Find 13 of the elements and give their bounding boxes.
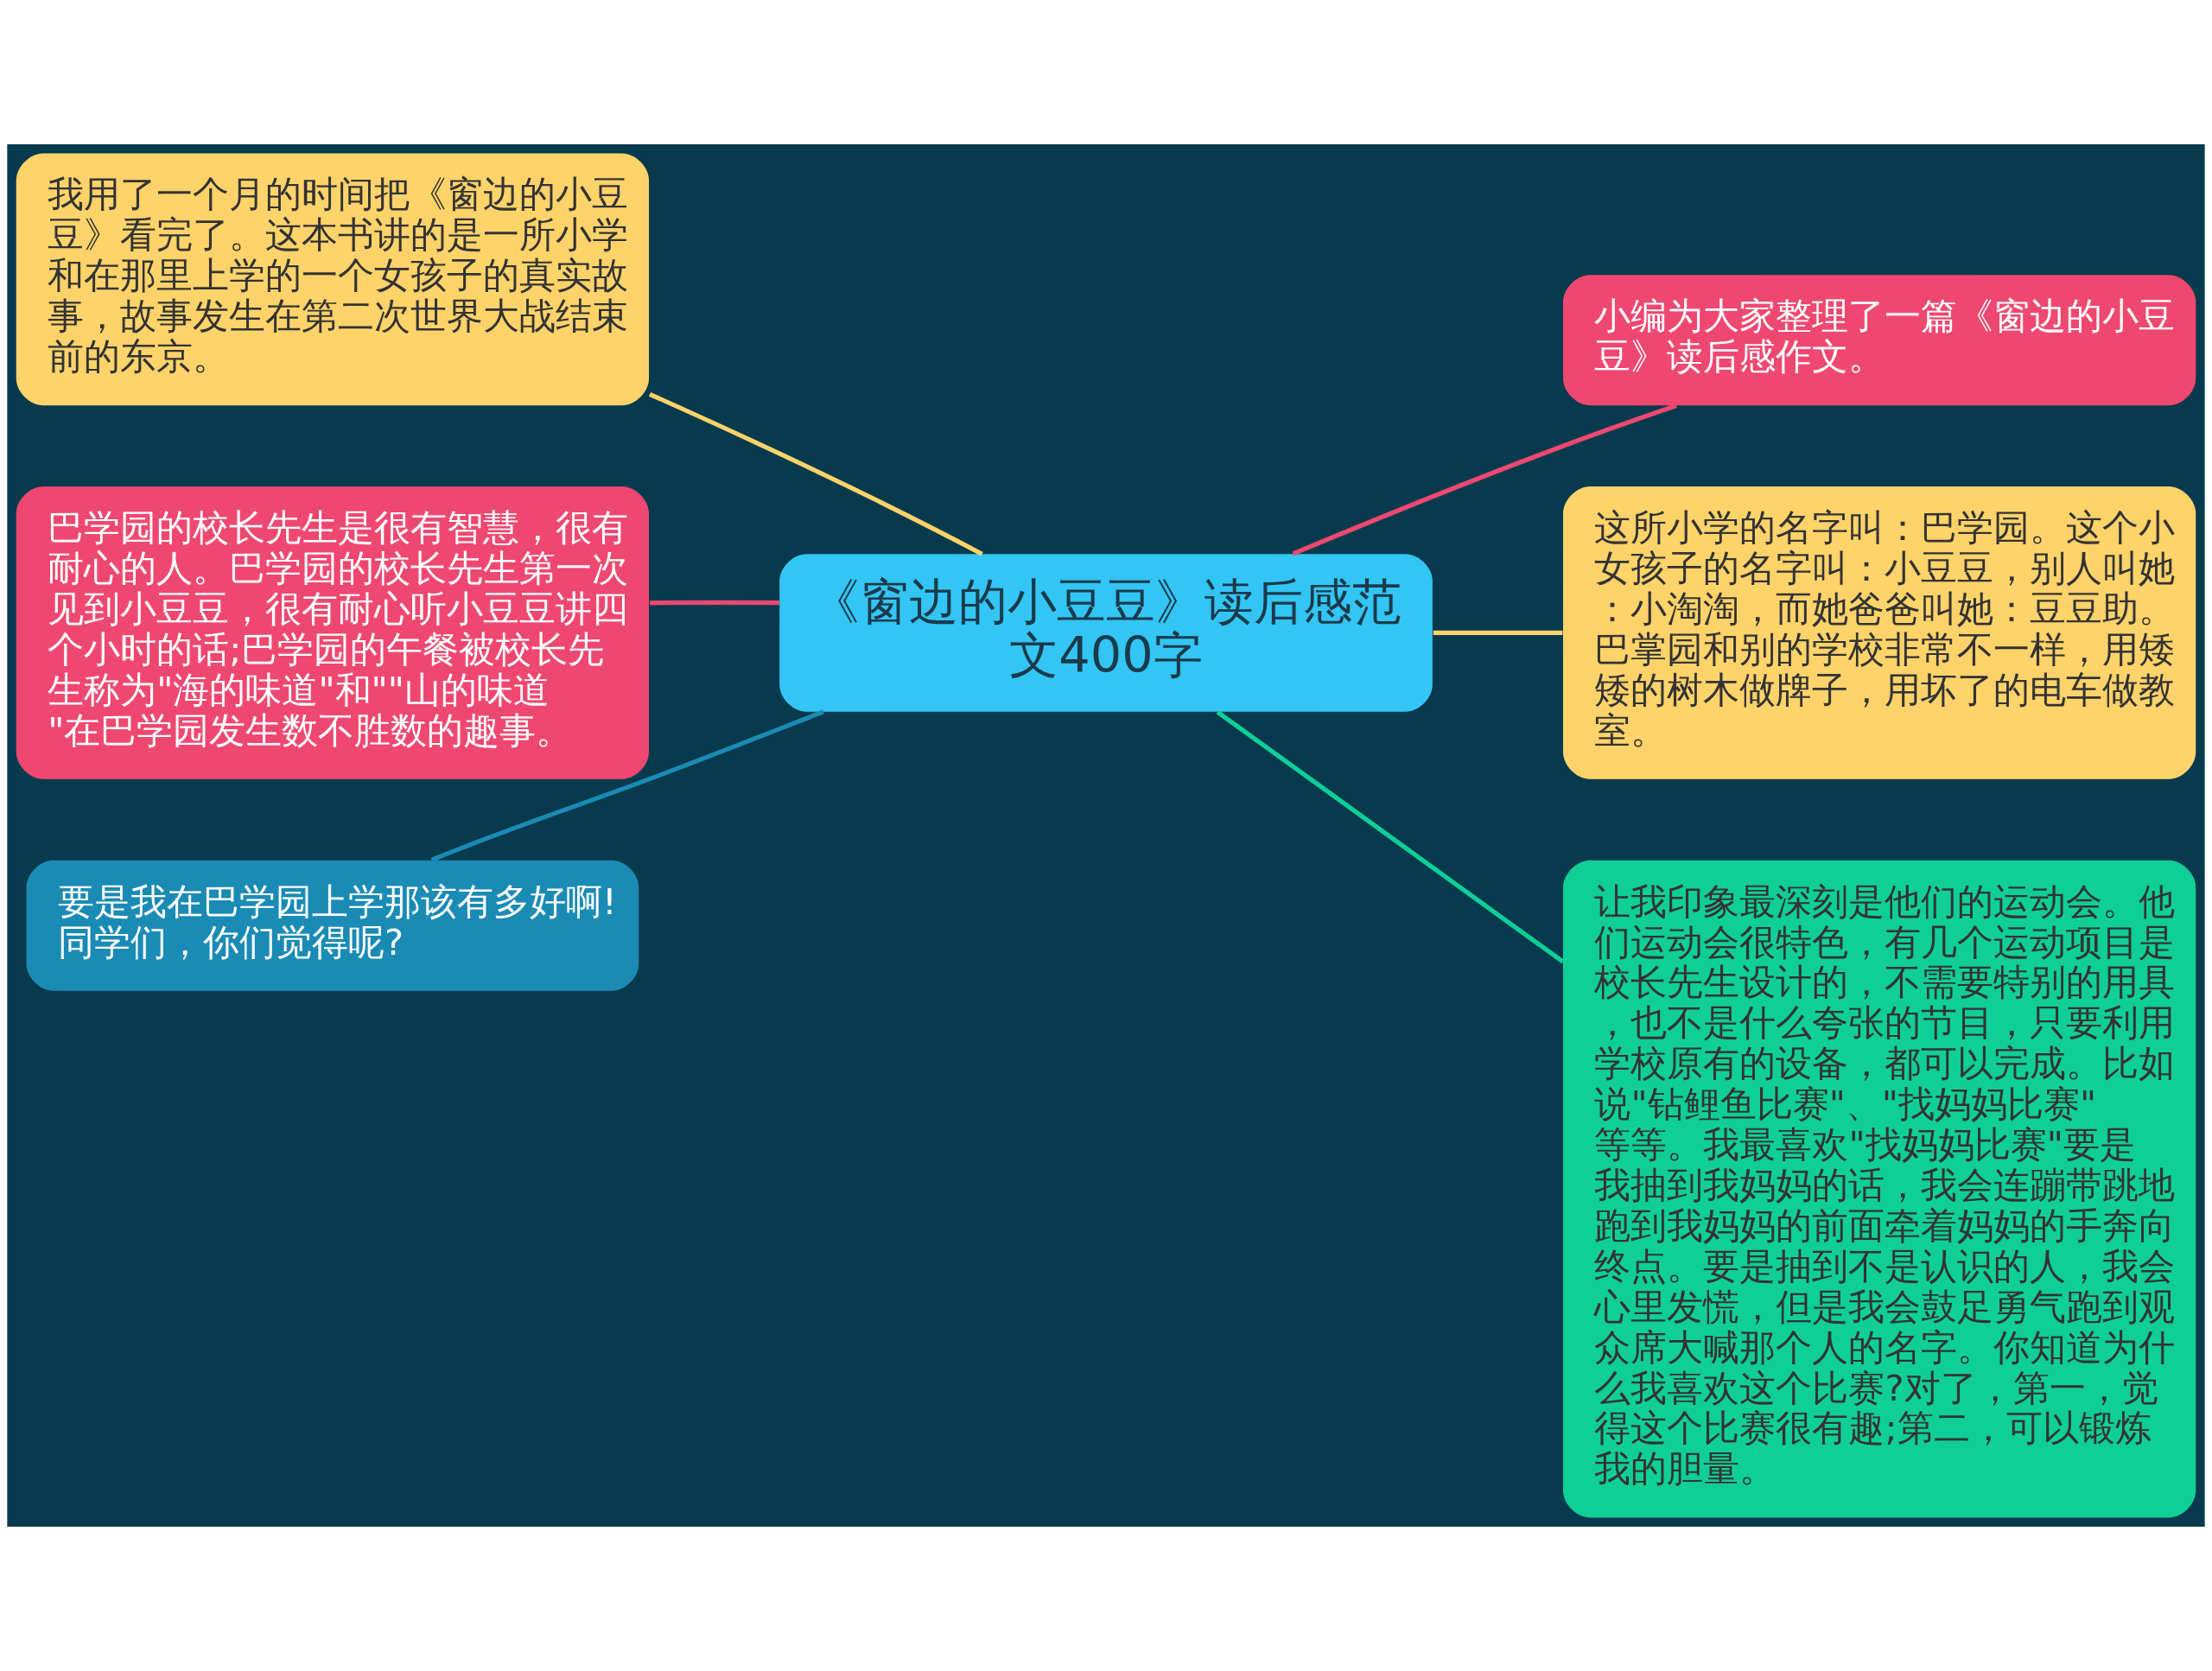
node-box: 让我印象最深刻是他们的运动会。他们运动会很特色，有几个运动项目是校长先生设计的，不需要特别的用具，也不是什么夸张的节目，只要利用学校原有的设备，都可以完成。比如说"钻鲤鱼比赛"、"找妈妈比赛"等等。我最喜欢"找妈妈比赛"要是我抽到我妈妈的话，我会连蹦带跳地跑到我妈妈的前面牵着妈妈的手奔向终点。要是抽到不是认识的人，我会心里发慌，但是我会鼓足勇气跑到观众席大喊那个人的名字。你知道为什么我喜欢这个比赛?对了，第一，觉得这个比赛很有趣;第二，可以锻炼我的胆量。	[1563, 860, 2196, 1518]
connector	[1292, 403, 1677, 556]
connector	[1433, 630, 1563, 636]
node-box: 这所小学的名字叫：巴学园。这个小女孩子的名字叫：小豆豆，别人叫她：小淘淘，而她爸爸叫她：豆豆助。巴掌园和别的学校非常不一样，用矮矮的树木做牌子，用坏了的电车做教室。	[1563, 486, 2196, 779]
node-box: 要是我在巴学园上学那该有多好啊!同学们，你们觉得呢?	[26, 860, 639, 991]
node-box: 小编为大家整理了一篇《窗边的小豆豆》读后感作文。	[1563, 275, 2196, 406]
connector	[430, 709, 824, 862]
node-box: 巴学园的校长先生是很有智慧，很有耐心的人。巴学园的校长先生第一次见到小豆豆，很有耐心听小豆豆讲四个小时的话;巴学园的午餐被校长先生称为"海的味道"和""山的味道"在巴学园发生数不胜数的趣事。	[16, 486, 649, 779]
node-box: 《窗边的小豆豆》读后感范文400字	[779, 554, 1433, 712]
connector	[1216, 709, 1565, 964]
connector	[648, 391, 983, 556]
connector	[650, 600, 779, 606]
node-box: 我用了一个月的时间把《窗边的小豆豆》看完了。这本书讲的是一所小学和在那里上学的一个女孩子的真实故事，故事发生在第二次世界大战结束前的东京。	[16, 153, 649, 406]
